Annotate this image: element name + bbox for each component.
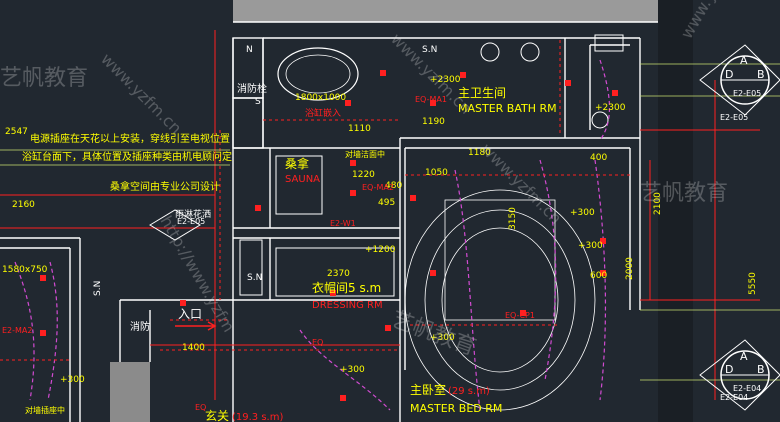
bathtub-size: 1800x1000	[295, 93, 346, 103]
svg-text:D: D	[725, 68, 733, 81]
svg-text:+2300: +2300	[430, 75, 461, 85]
svg-text:E2-E04: E2-E04	[733, 384, 761, 393]
master-bed-area: (29 s.m)	[448, 386, 490, 397]
entry-label: 入口	[178, 307, 202, 321]
master-bed-subtitle: MASTER BED RM	[410, 402, 502, 415]
svg-text:+2300: +2300	[595, 103, 626, 113]
svg-text:2547: 2547	[5, 127, 28, 137]
svg-text:1180: 1180	[468, 148, 491, 158]
callout-marker-3	[149, 209, 201, 241]
svg-text:600: 600	[590, 271, 607, 281]
svg-text:E2-E05: E2-E05	[733, 89, 761, 98]
svg-text:EQ-MA2: EQ-MA2	[362, 183, 394, 192]
svg-text:2370: 2370	[327, 269, 350, 279]
svg-text:+300: +300	[430, 333, 455, 343]
svg-text:E2-W1: E2-W1	[330, 219, 356, 228]
bed-area	[404, 189, 596, 411]
circuit-lines	[14, 59, 610, 411]
svg-text:E2-MA2: E2-MA2	[2, 326, 33, 335]
bathtub	[277, 47, 359, 101]
svg-text:1400: 1400	[182, 343, 205, 353]
sauna-subtitle: SAUNA	[285, 174, 320, 185]
svg-text:D: D	[725, 363, 733, 376]
foyer-note: 对墙插座中	[25, 405, 65, 415]
svg-text:EQ: EQ	[312, 338, 323, 347]
svg-text:1110: 1110	[348, 124, 371, 134]
svg-text:400: 400	[590, 153, 607, 163]
walls	[0, 37, 641, 422]
svg-text:艺帆教育: 艺帆教育	[0, 66, 88, 91]
svg-text:1190: 1190	[422, 117, 445, 127]
room-labels: 主卫生间 MASTER BATH RM 桑拿 SAUNA 衣帽间5 s.m DR…	[130, 82, 557, 422]
master-bath-title: 主卫生间	[458, 86, 506, 100]
svg-text:1220: 1220	[352, 170, 375, 180]
svg-text:S: S	[255, 97, 261, 107]
svg-text:+1200: +1200	[365, 245, 396, 255]
svg-text:B: B	[757, 363, 765, 376]
svg-text:A: A	[740, 54, 748, 67]
fire-hydrant-label: 消防栓	[237, 82, 267, 95]
svg-text:2100: 2100	[653, 192, 663, 215]
slab-bottom-left	[110, 362, 150, 422]
svg-text:2000: 2000	[625, 257, 635, 280]
note-rain-shower: 雨淋花洒	[175, 208, 211, 220]
svg-text:E2-E05: E2-E05	[720, 113, 748, 122]
svg-text:S.N: S.N	[93, 281, 103, 296]
master-bed-title: 主卧室	[410, 382, 446, 397]
fire-hydrant-label-2: 消防	[130, 320, 150, 333]
callout-marker-1: A D B E2-E05	[699, 44, 780, 116]
svg-text:艺帆教育: 艺帆教育	[640, 181, 728, 206]
dressing-subtitle: DRESSING RM	[312, 300, 383, 311]
svg-text:1050: 1050	[425, 168, 448, 178]
svg-text:495: 495	[378, 198, 395, 208]
electrical-symbols	[40, 70, 618, 401]
note-power-line2: 浴缸台面下，具体位置及插座种类由机电顾问定	[22, 150, 232, 163]
svg-text:E2-E04: E2-E04	[720, 393, 748, 402]
entry-arrow-icon	[175, 321, 217, 331]
svg-text:2160: 2160	[12, 200, 35, 210]
dimension-numbers: 2547 2160 1580x750 1190 1110 1220 1050 1…	[2, 75, 758, 385]
master-bath-subtitle: MASTER BATH RM	[458, 102, 557, 115]
svg-text:N: N	[246, 45, 253, 55]
svg-text:1580x750: 1580x750	[2, 265, 48, 275]
bathtub-label: 浴缸嵌入	[305, 107, 341, 119]
note-power-line1: 电源插座在天花以上安装，穿线引至电视位置	[30, 132, 230, 145]
svg-text:B: B	[757, 68, 765, 81]
hatch-blocks	[239, 155, 395, 297]
svg-text:E2-E05: E2-E05	[177, 217, 205, 226]
dressing-title: 衣帽间5 s.m	[312, 280, 381, 295]
svg-text:5550: 5550	[748, 272, 758, 295]
foyer-area: (19.3 s.m)	[232, 412, 283, 422]
svg-text:A: A	[740, 350, 748, 363]
svg-text:+300: +300	[340, 365, 365, 375]
svg-text:+300: +300	[578, 241, 603, 251]
slab-top	[233, 0, 658, 22]
svg-text:EQ-MA1: EQ-MA1	[415, 95, 447, 104]
svg-text:EQ: EQ	[195, 403, 206, 412]
sinks	[480, 34, 624, 129]
sauna-title: 桑拿	[285, 156, 309, 171]
equipment-tags: S.N S.N S.N S N EQ-MA1 EQ-MA2 E2-MA2 EQ-…	[2, 45, 748, 412]
grid-lines	[0, 63, 780, 381]
notes: 电源插座在天花以上安装，穿线引至电视位置 浴缸台面下，具体位置及插座种类由机电顾…	[22, 93, 385, 415]
sauna-note: 对墙洁面中	[345, 149, 385, 159]
foyer-title: 玄关	[205, 408, 229, 422]
dimension-lines	[0, 30, 760, 400]
svg-text:+300: +300	[60, 375, 85, 385]
svg-text:S.N: S.N	[247, 273, 262, 283]
callout-marker-2: A D B E2-E04	[699, 339, 780, 411]
svg-text:EQ-CP1: EQ-CP1	[505, 311, 535, 320]
svg-text:3150: 3150	[508, 207, 518, 230]
svg-text:+300: +300	[570, 208, 595, 218]
svg-text:S.N: S.N	[422, 45, 437, 55]
svg-text:480: 480	[385, 181, 402, 191]
column-right	[658, 0, 693, 422]
wiring-lines	[0, 40, 630, 361]
note-sauna: 桑拿空间由专业公司设计	[110, 180, 220, 193]
